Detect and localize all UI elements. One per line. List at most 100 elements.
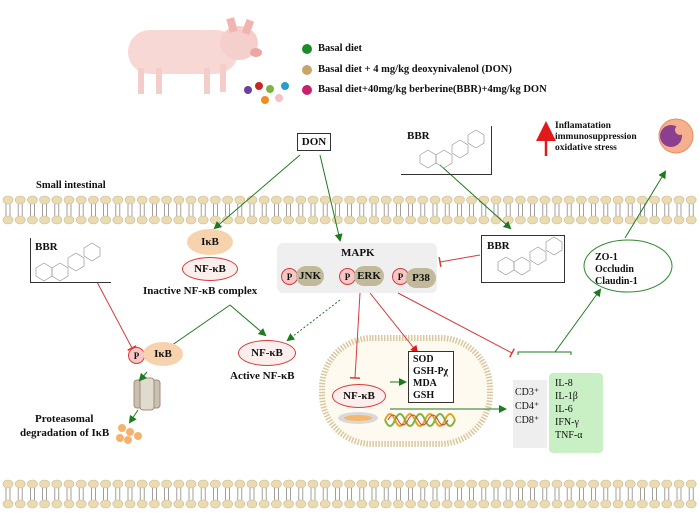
lipid-unit [515, 479, 526, 509]
lipid-unit [332, 195, 343, 225]
lipid-unit [112, 195, 124, 225]
lipid-unit [149, 479, 160, 509]
green-dot-icon [302, 43, 312, 54]
arrow-don-to-ikb [213, 154, 301, 230]
lipid-unit [588, 195, 599, 225]
lipid-unit [51, 195, 63, 225]
lipid-unit [161, 195, 172, 225]
lipid-unit [222, 195, 233, 225]
arrow-complex-to-active-nfkb [229, 304, 267, 337]
feed-pellets-icon [242, 82, 302, 112]
proteasomal-label: Proteasomal [35, 413, 94, 425]
lipid-unit [454, 195, 465, 225]
dna-helix-icon [384, 413, 456, 427]
erk-node: ERK [354, 266, 384, 286]
lipid-unit [51, 479, 63, 509]
lipid-unit [637, 479, 648, 509]
lipid-unit [551, 195, 563, 225]
arrow-erk-to-oxidative-markers [369, 292, 419, 354]
outcome-list: Inflamatation immunosuppression oxidativ… [555, 121, 637, 153]
jnk-node: JNK [296, 266, 324, 286]
lipid-unit [319, 195, 331, 225]
lipid-unit [124, 195, 136, 225]
magenta-dot-icon [302, 84, 312, 95]
lipid-unit [149, 195, 160, 225]
lipid-unit [490, 479, 502, 509]
cell-membrane-top [2, 195, 697, 225]
lipid-unit [210, 195, 221, 225]
lipid-unit [332, 479, 343, 509]
lipid-unit [502, 479, 514, 509]
arrow-erk-to-active-nfkb [286, 299, 341, 342]
lipid-unit [271, 479, 282, 509]
inhibit-p38-to-immune [397, 292, 515, 358]
lipid-unit [234, 195, 246, 225]
lipid-unit [368, 195, 380, 225]
lipid-unit [27, 195, 38, 225]
ikb-node: IκB [187, 229, 233, 255]
lipid-unit [466, 479, 477, 509]
inhibit-bbr-to-ikb-phosphorylation [96, 281, 137, 352]
lipid-unit [2, 479, 14, 509]
bbr-left-box: BBR [30, 238, 111, 283]
lipid-unit [551, 479, 563, 509]
legend-item-don: Basal diet + 4 mg/kg deoxynivalenol (DON… [302, 64, 512, 75]
lipid-unit [661, 195, 673, 225]
lipid-unit [576, 195, 587, 225]
tan-dot-icon [302, 64, 312, 75]
lipid-unit [283, 195, 294, 225]
lipid-unit [600, 195, 612, 225]
lipid-unit [63, 195, 75, 225]
lipid-unit [39, 195, 50, 225]
lipid-unit [39, 479, 50, 509]
lipid-unit [307, 479, 319, 509]
don-box: DON [297, 133, 331, 151]
cytokines-panel: IL-8 IL-1β IL-6 IFN-γ TNF-α [549, 373, 603, 453]
phospho-ikb-node: IκB [143, 342, 183, 366]
lipid-unit [478, 479, 490, 509]
lipid-unit [685, 195, 697, 225]
lipid-unit [417, 479, 429, 509]
lipid-unit [612, 479, 624, 509]
lipid-unit [356, 195, 368, 225]
lipid-unit [441, 479, 453, 509]
lipid-unit [319, 479, 331, 509]
lipid-unit [515, 195, 526, 225]
lipid-unit [75, 479, 87, 509]
degradation-label: degradation of IκB [20, 427, 110, 439]
bbr-right-label: BBR [487, 240, 510, 252]
lipid-unit [527, 479, 538, 509]
lipid-unit [14, 195, 26, 225]
lipid-unit [673, 479, 685, 509]
lipid-unit [88, 479, 99, 509]
lipid-unit [527, 195, 538, 225]
p38-node: P38 [406, 268, 436, 288]
lipid-unit [100, 479, 111, 509]
lipid-unit [197, 479, 209, 509]
lipid-unit [136, 479, 148, 509]
inhibit-erk-to-nfkb-nucleus [349, 292, 361, 380]
bbr-left-label: BBR [35, 241, 58, 253]
legend-item-basal: Basal diet [302, 43, 362, 54]
lipid-unit [75, 195, 87, 225]
lipid-unit [490, 195, 502, 225]
lipid-unit [466, 195, 477, 225]
lipid-unit [27, 479, 38, 509]
lipid-unit [344, 195, 355, 225]
lipid-unit [356, 479, 368, 509]
pig-illustration [120, 17, 270, 98]
arrow-proteasome-degradation [128, 409, 139, 424]
lipid-unit [405, 479, 416, 509]
lipid-unit [210, 479, 221, 509]
lipid-unit [454, 479, 465, 509]
lipid-unit [380, 195, 392, 225]
lipid-unit [563, 479, 575, 509]
arrow-to-tight-junction [554, 288, 602, 353]
tight-junction-ellipse [583, 239, 673, 293]
nfkb-inactive-node: NF-κB [182, 257, 238, 281]
degraded-ikb-fragments-icon [116, 424, 142, 444]
lipid-unit [258, 195, 270, 225]
bbr-top-label: BBR [407, 130, 430, 142]
lipid-unit [685, 479, 697, 509]
lipid-unit [161, 479, 172, 509]
